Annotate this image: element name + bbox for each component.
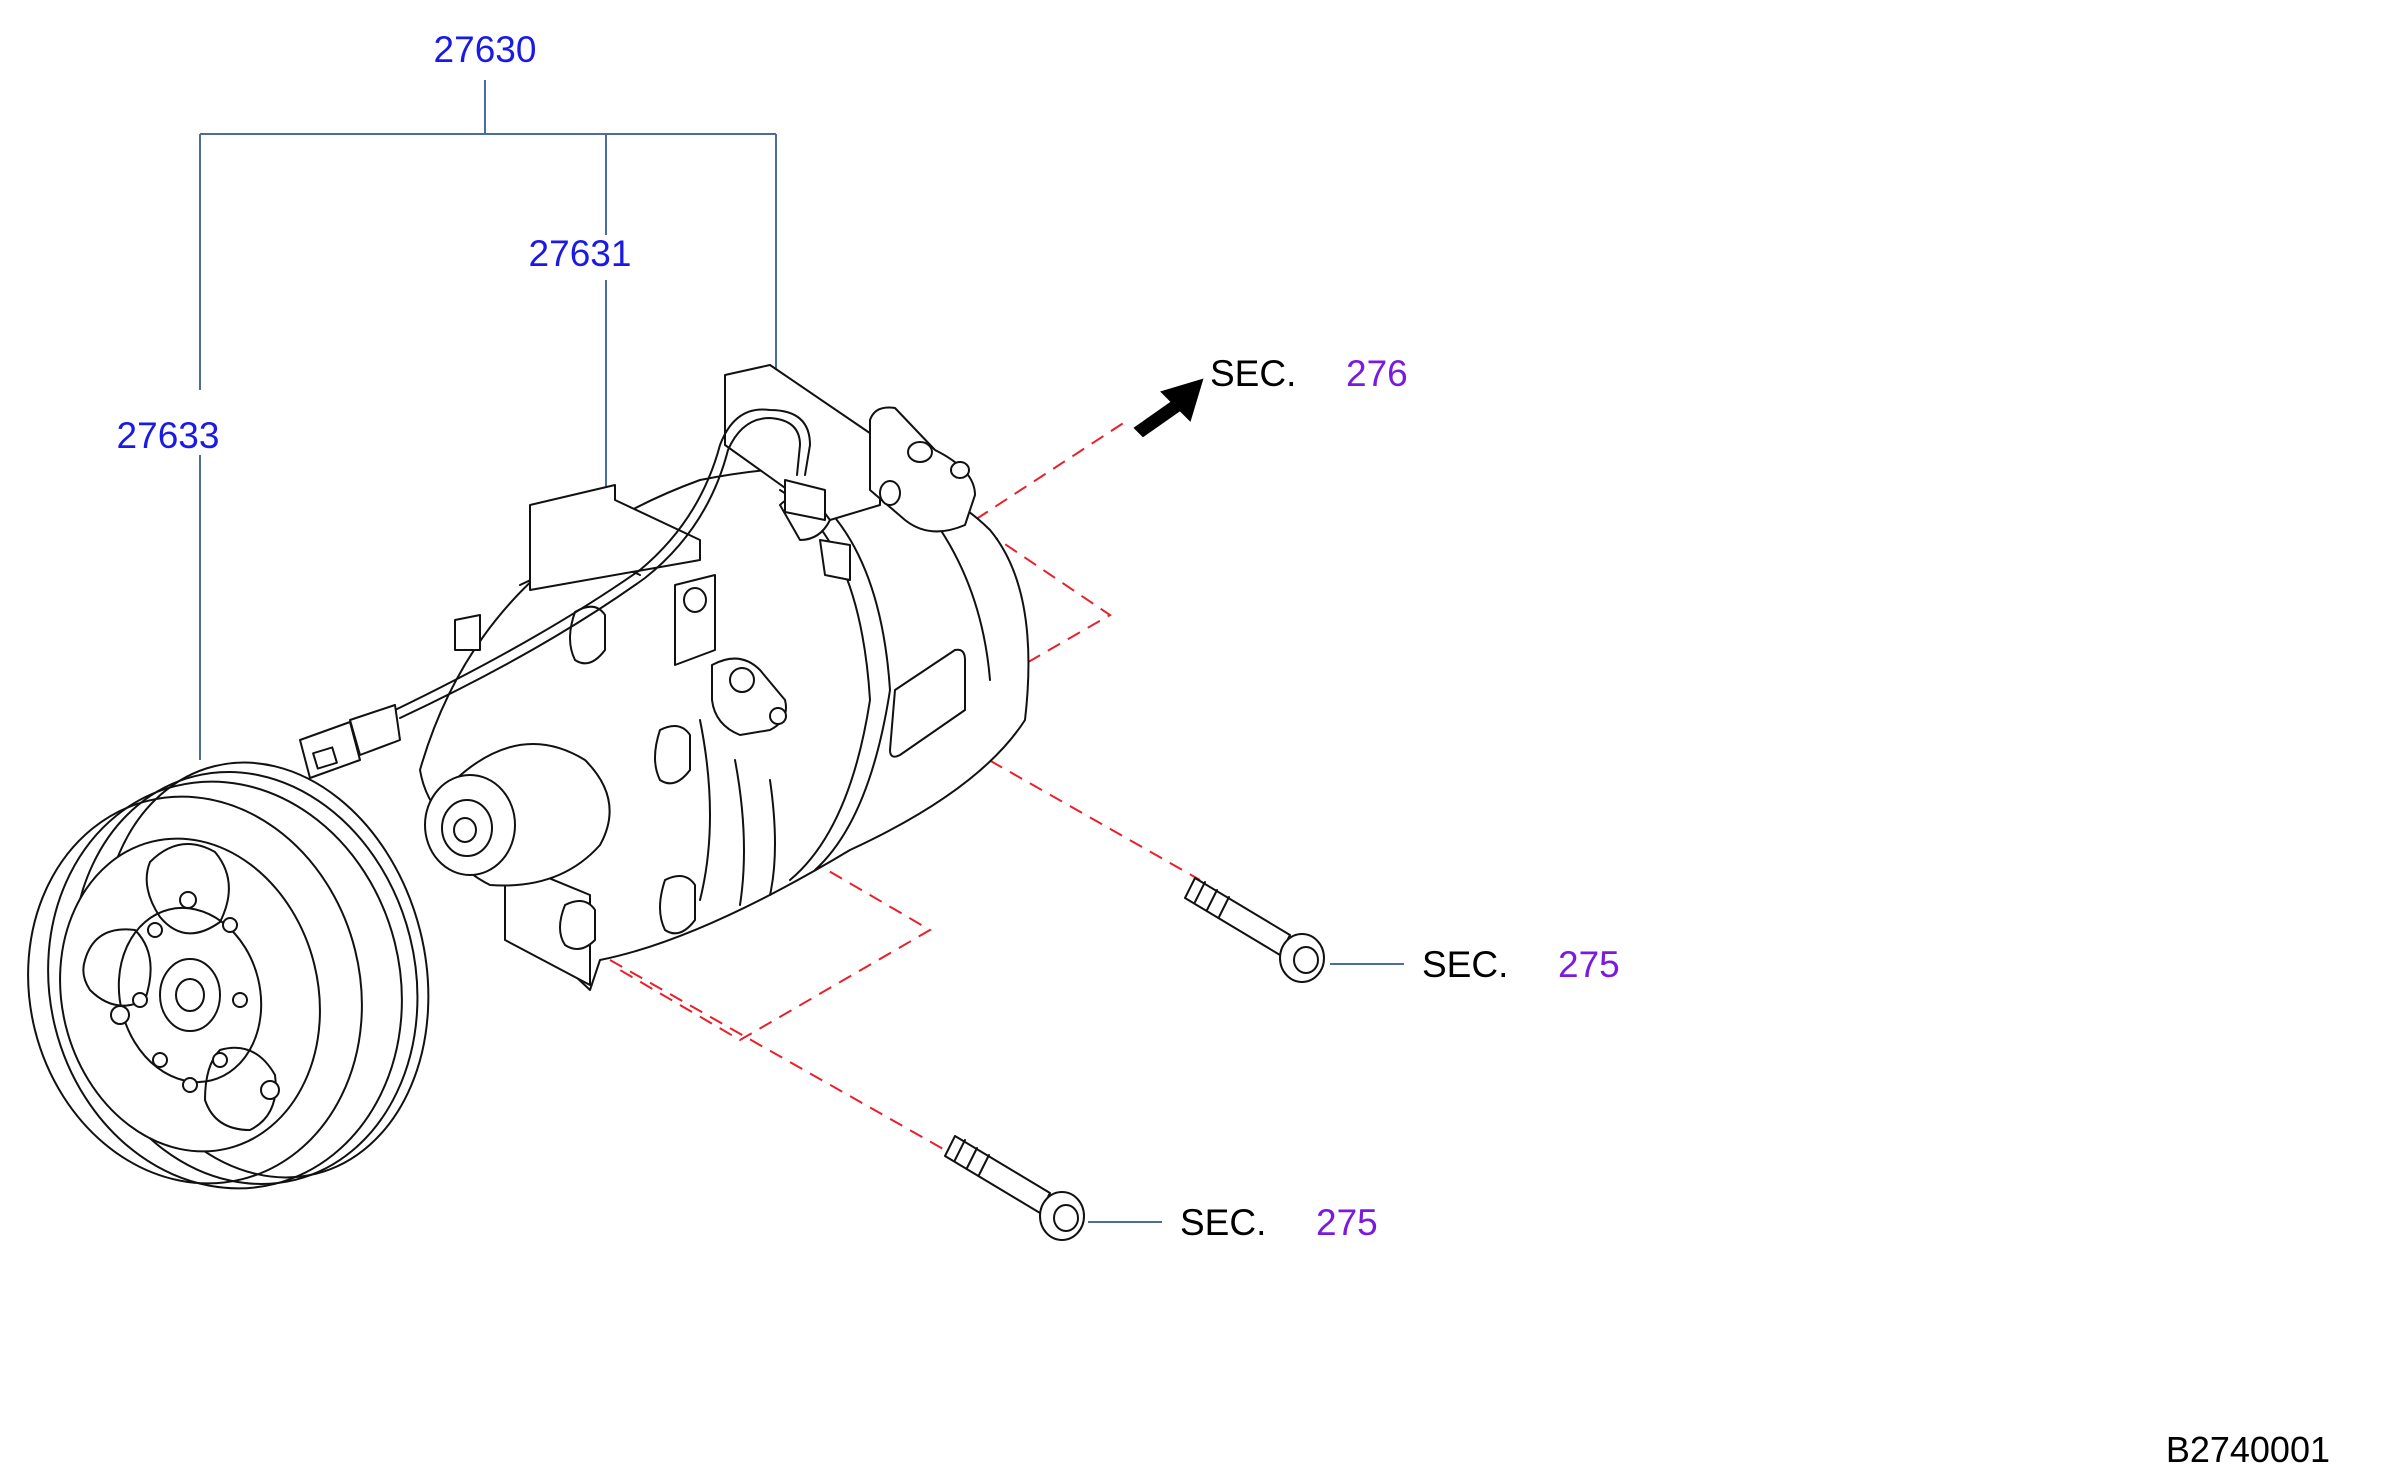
bolt-lower bbox=[944, 1135, 1085, 1241]
label-27630: 27630 bbox=[434, 29, 537, 70]
bolt-upper bbox=[1184, 877, 1325, 983]
section-arrow-icon bbox=[1133, 378, 1204, 438]
sec-ref-276-number[interactable]: 276 bbox=[1346, 353, 1408, 394]
label-27631: 27631 bbox=[529, 233, 632, 274]
label-27633: 27633 bbox=[117, 415, 220, 456]
sec-ref-275a-number[interactable]: 275 bbox=[1558, 944, 1620, 985]
wire-harness bbox=[299, 408, 826, 779]
sec-ref-275b-number[interactable]: 275 bbox=[1316, 1202, 1378, 1243]
sec-ref-275b-prefix: SEC. bbox=[1180, 1202, 1266, 1243]
leader-lines bbox=[199, 80, 1404, 1223]
compressor-body bbox=[419, 364, 1030, 991]
sec-ref-275a-prefix: SEC. bbox=[1422, 944, 1508, 985]
shaft-boss bbox=[424, 743, 611, 887]
diagram-code: B2740001 bbox=[2166, 1429, 2330, 1470]
sec-ref-276-prefix: SEC. bbox=[1210, 353, 1296, 394]
clutch-pulley bbox=[27, 761, 430, 1190]
